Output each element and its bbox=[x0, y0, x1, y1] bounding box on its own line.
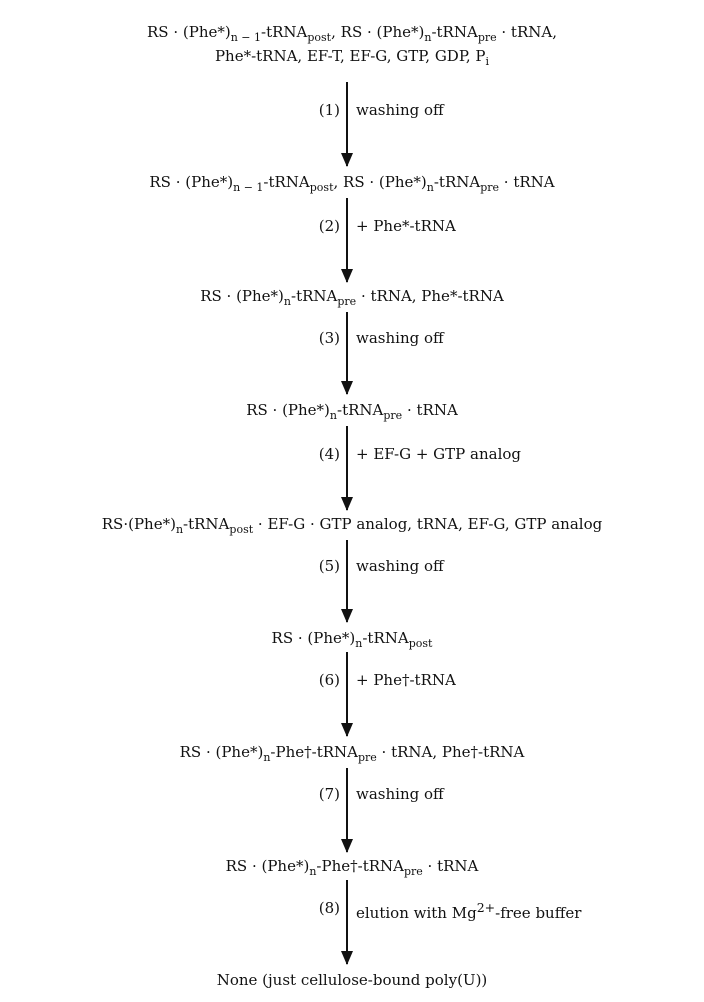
arrowhead-icon bbox=[341, 951, 353, 965]
step-7-number: (7) bbox=[318, 785, 340, 803]
step-2-number: (2) bbox=[318, 217, 340, 235]
step-5-arrow bbox=[341, 540, 353, 623]
step-6-arrow bbox=[341, 652, 353, 737]
step-4-arrow bbox=[341, 426, 353, 511]
step-4-number: (4) bbox=[318, 445, 340, 463]
state-after-step-4: RS·(Phe*)n-tRNApost · EF-G · GTP analog,… bbox=[101, 515, 603, 536]
step-1-arrow bbox=[341, 82, 353, 167]
state-after-step-1: RS · (Phe*)n − 1-tRNApost, RS · (Phe*)n-… bbox=[149, 173, 555, 194]
step-3-label: washing off bbox=[356, 329, 444, 347]
step-4-label: + EF-G + GTP analog bbox=[356, 445, 521, 463]
state-after-step-7: RS · (Phe*)n-Phe†-tRNApre · tRNA bbox=[225, 857, 479, 878]
arrowhead-icon bbox=[341, 381, 353, 395]
arrowhead-icon bbox=[341, 839, 353, 853]
step-2-arrow bbox=[341, 198, 353, 283]
arrowhead-icon bbox=[341, 269, 353, 283]
step-6-number: (6) bbox=[318, 671, 340, 689]
step-5-label: washing off bbox=[356, 557, 444, 575]
step-7-label: washing off bbox=[356, 785, 444, 803]
step-2-label: + Phe*-tRNA bbox=[356, 217, 456, 235]
step-8-number: (8) bbox=[318, 899, 340, 917]
arrowhead-icon bbox=[341, 497, 353, 511]
arrowhead-icon bbox=[341, 153, 353, 167]
step-8-label: elution with Mg2+-free buffer bbox=[356, 900, 582, 922]
step-3-arrow bbox=[341, 312, 353, 395]
initial-mixture-line-1: RS · (Phe*)n − 1-tRNApost, RS · (Phe*)n-… bbox=[147, 23, 557, 44]
state-after-step-2: RS · (Phe*)n-tRNApre · tRNA, Phe*-tRNA bbox=[200, 287, 504, 308]
state-after-step-5: RS · (Phe*)n-tRNApost bbox=[271, 629, 433, 650]
initial-mixture-line-2: Phe*-tRNA, EF-T, EF-G, GTP, GDP, Pi bbox=[214, 47, 490, 68]
step-1-label: washing off bbox=[356, 101, 444, 119]
step-8-arrow bbox=[341, 880, 353, 965]
arrowhead-icon bbox=[341, 609, 353, 623]
step-5-number: (5) bbox=[318, 557, 340, 575]
step-3-number: (3) bbox=[318, 329, 340, 347]
step-1-number: (1) bbox=[318, 101, 340, 119]
step-7-arrow bbox=[341, 768, 353, 853]
state-after-step-6: RS · (Phe*)n-Phe†-tRNApre · tRNA, Phe†-t… bbox=[179, 743, 525, 764]
step-6-label: + Phe†-tRNA bbox=[356, 671, 456, 689]
final-state: None (just cellulose-bound poly(U)) bbox=[216, 971, 488, 989]
arrowhead-icon bbox=[341, 723, 353, 737]
state-after-step-3: RS · (Phe*)n-tRNApre · tRNA bbox=[246, 401, 458, 422]
